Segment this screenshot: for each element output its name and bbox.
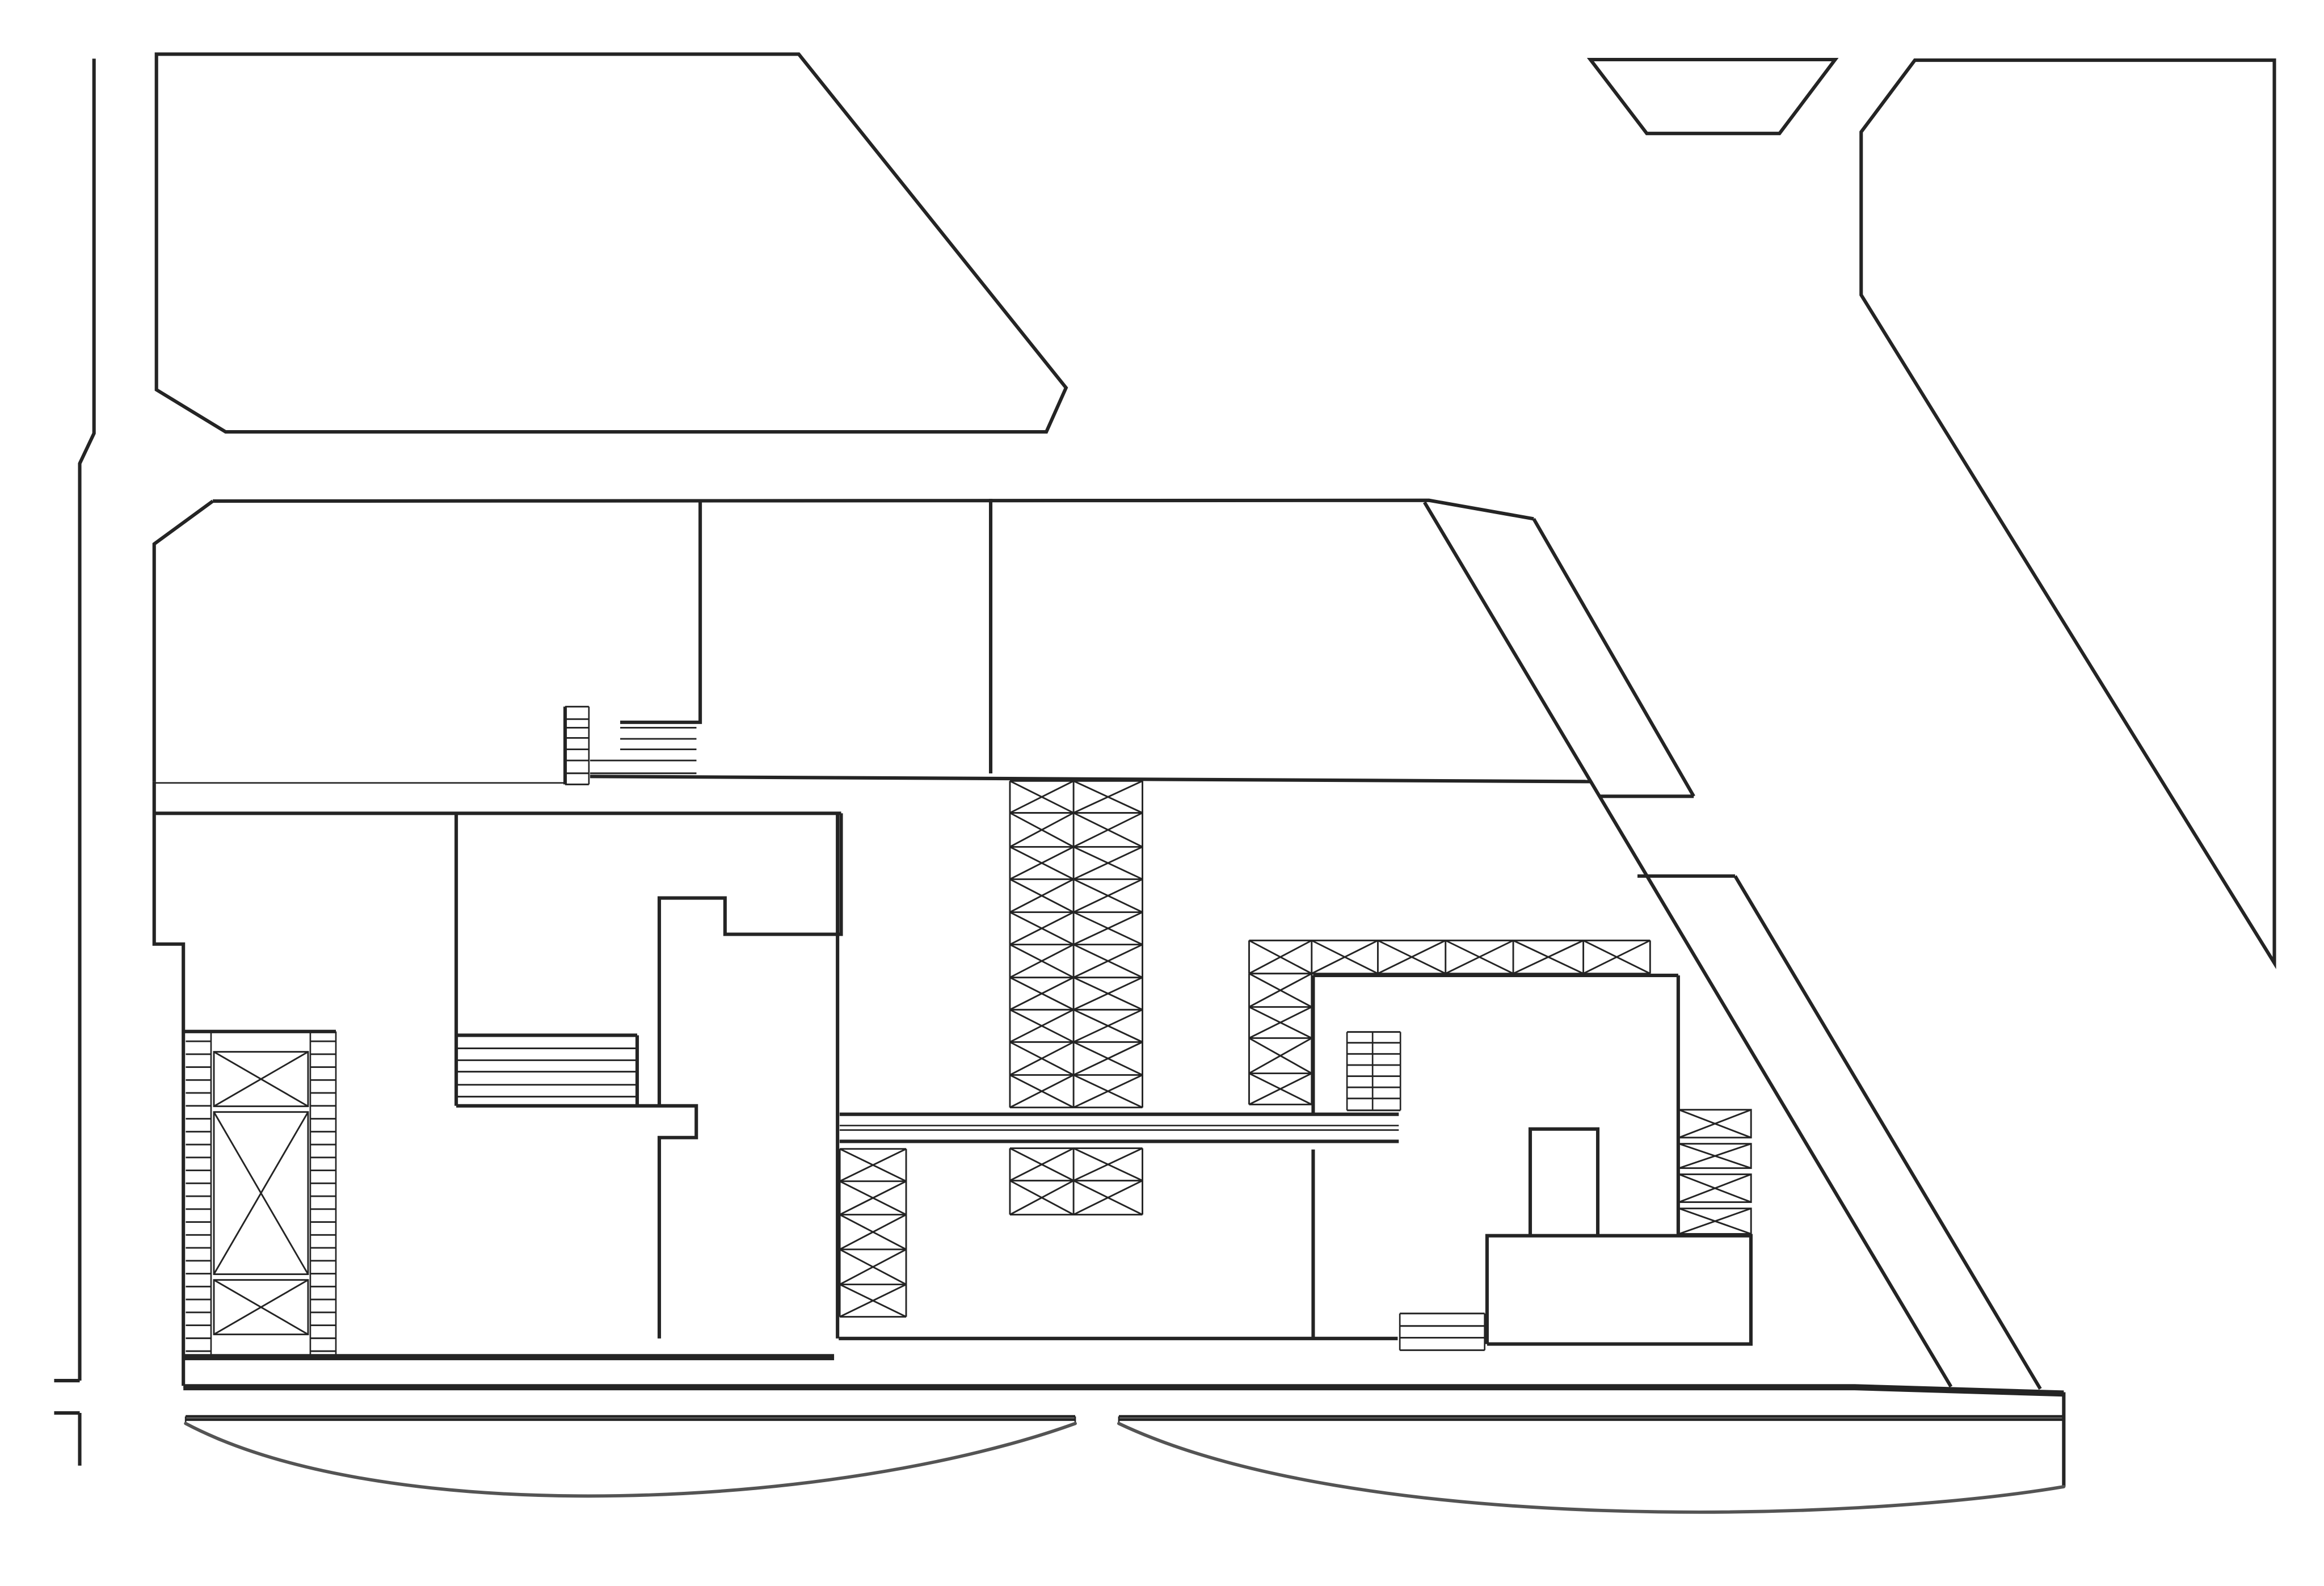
right-col-xbox-3	[1678, 1173, 1752, 1203]
right-building-top-truss-row-cell-2-0-diag-b	[1377, 940, 1446, 975]
central-truss-upper-cell-1-8-diag-b	[1073, 1041, 1143, 1076]
central-truss-upper-cell-0-4-diag-b	[1009, 911, 1074, 945]
parcel-top-left	[154, 52, 1068, 434]
diagonal-road-right-edge-lower	[1733, 875, 2042, 1390]
central-truss-upper-cell-0-9-diag-b	[1009, 1074, 1074, 1109]
right-col-xbox-2-diag-b	[1678, 1143, 1752, 1169]
chimney-outline	[1528, 1127, 1600, 1236]
right-col-xbox-1-diag-b	[1678, 1109, 1752, 1139]
core-xbox-1	[213, 1051, 309, 1108]
core-xbox-1-diag-b	[213, 1051, 309, 1107]
right-col-xbox-4-diag-b	[1678, 1208, 1752, 1235]
right-building-top-truss-row-cell-5-0-diag-b	[1582, 940, 1651, 975]
central-truss-lower-cell-1-1-diag-b	[1073, 1180, 1143, 1215]
central-truss-upper-cell-1-5-diag-b	[1073, 944, 1143, 978]
core-xbox-2	[213, 1111, 309, 1276]
central-truss-upper-cell-1-1-diag-b	[1073, 812, 1143, 848]
core-xbox-3-diag-b	[213, 1279, 309, 1335]
lower-center-truss-col-cell-0-0-diag-b	[839, 1148, 907, 1182]
central-truss-upper-cell-0-5-diag-b	[1009, 944, 1074, 978]
diagonal-road-left-edge	[1423, 501, 1953, 1388]
central-truss-upper-cell-1-0-diag-b	[1073, 780, 1143, 814]
central-truss-upper-cell-0-3-diag-b	[1009, 878, 1074, 913]
right-lens-arc	[1117, 1421, 2066, 1514]
central-truss-upper-cell-1-6-diag-b	[1073, 977, 1143, 1011]
right-col-xbox-1	[1678, 1109, 1752, 1139]
right-col-xbox-2	[1678, 1143, 1752, 1169]
central-truss-upper-cell-0-7-diag-b	[1009, 1009, 1074, 1043]
parcel-top-right-small-trapezoid	[1586, 57, 1839, 136]
central-truss-lower-cell-0-0-diag-b	[1009, 1147, 1074, 1181]
central-truss-upper-cell-0-2-diag-b	[1009, 846, 1074, 880]
parcel-top-right-large	[1859, 58, 2276, 969]
band-divider-1	[620, 501, 702, 724]
right-building-top-truss-row-cell-4-0-diag-b	[1513, 940, 1584, 975]
band-top-edge	[213, 498, 1534, 521]
site-bottom-boundary-b	[183, 1387, 2064, 1397]
site-bottom-boundary-a	[183, 1384, 2064, 1394]
central-truss-upper-cell-1-9-diag-b	[1073, 1074, 1143, 1109]
right-building-left-truss-col-cell-0-0-diag-b	[1248, 973, 1312, 1008]
lower-center-truss-col-cell-0-3-diag-b	[839, 1248, 907, 1285]
building-right-notch	[657, 813, 843, 1106]
band-left-chamfer	[152, 499, 214, 782]
core-xbox-2-diag-b	[213, 1111, 309, 1275]
right-building-top-truss-row-cell-3-0-diag-b	[1445, 940, 1514, 975]
central-truss-upper-cell-0-8-diag-b	[1009, 1041, 1074, 1076]
right-building-top-truss-row-cell-0-0-diag-b	[1248, 940, 1312, 975]
left-lens-arc	[184, 1421, 1077, 1498]
mid-long-wall	[590, 775, 1591, 784]
right-col-xbox-4	[1678, 1208, 1752, 1235]
central-truss-upper-cell-1-4-diag-b	[1073, 911, 1143, 945]
lower-center-truss-col-cell-0-1-diag-b	[839, 1180, 907, 1215]
right-col-xbox-3-diag-b	[1678, 1173, 1752, 1203]
lower-center-truss-col-cell-0-4-diag-b	[839, 1284, 907, 1318]
central-truss-upper-cell-0-6-diag-b	[1009, 977, 1074, 1011]
central-truss-lower-cell-1-0-diag-b	[1073, 1147, 1143, 1181]
central-truss-upper-cell-1-3-diag-b	[1073, 878, 1143, 913]
diagonal-road-right-edge-upper	[1532, 518, 1695, 797]
plan-left-boundary	[152, 781, 186, 1386]
building-bottom-step	[456, 1104, 698, 1339]
central-truss-lower-cell-0-1-diag-b	[1009, 1180, 1074, 1215]
podium-outline	[1485, 1234, 1753, 1346]
central-truss-upper-cell-0-1-diag-b	[1009, 812, 1074, 848]
lower-center-truss-col-cell-0-2-diag-b	[839, 1214, 907, 1251]
right-building-top-truss-row-cell-1-0-diag-b	[1311, 940, 1379, 975]
right-building-left-truss-col-cell-0-2-diag-b	[1248, 1037, 1312, 1074]
left-road-curb-upper	[78, 58, 96, 1381]
central-truss-upper-cell-0-0-diag-b	[1009, 780, 1074, 814]
central-truss-upper-cell-1-7-diag-b	[1073, 1009, 1143, 1043]
right-building-left-truss-col-cell-0-1-diag-b	[1248, 1006, 1312, 1039]
right-building-left-truss-col-cell-0-3-diag-b	[1248, 1072, 1312, 1105]
core-xbox-3	[213, 1279, 309, 1336]
central-truss-upper-cell-1-2-diag-b	[1073, 846, 1143, 880]
